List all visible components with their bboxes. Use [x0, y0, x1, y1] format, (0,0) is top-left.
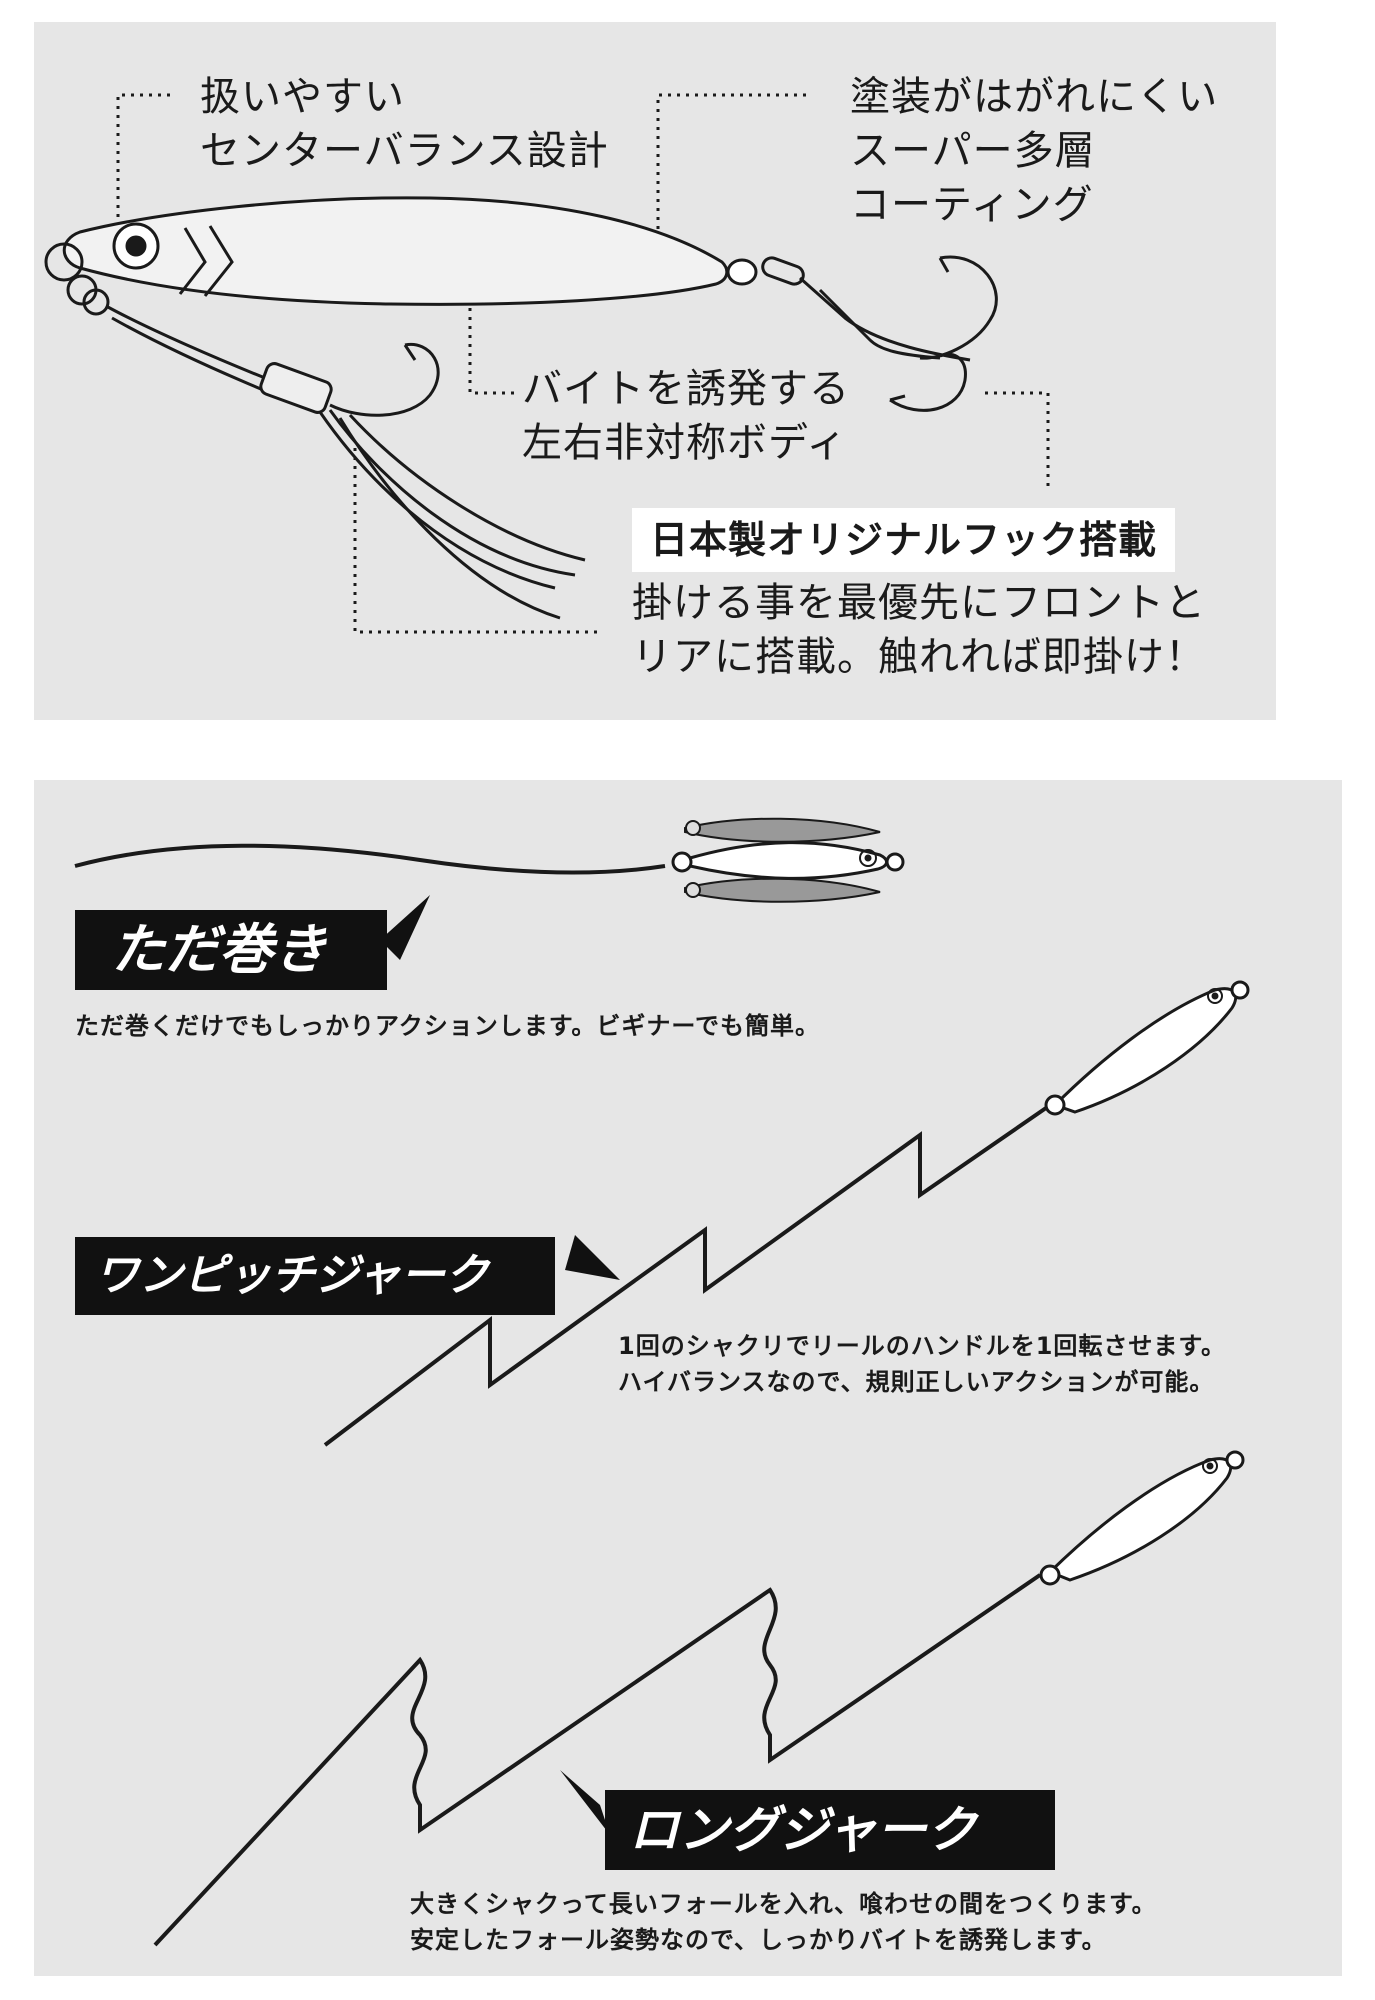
rear-hook	[726, 255, 998, 412]
coating-line3: コーティング	[850, 182, 1094, 228]
onepitch-desc-line2: ハイバランスなので、規則正しいアクションが可能。	[618, 1368, 1215, 1396]
body-line2: 左右非対称ボディ	[522, 420, 848, 466]
leader-body	[468, 308, 520, 395]
tadamaki-description: ただ巻くだけでもしっかりアクションします。ビギナーでも簡単。	[75, 1012, 820, 1040]
center-balance-line1: 扱いやすい	[200, 74, 405, 120]
coating-line2: スーパー多層	[850, 128, 1096, 174]
body-label: バイトを誘発する 左右非対称ボディ	[522, 362, 850, 470]
hook-title: 日本製オリジナルフック搭載	[650, 518, 1158, 562]
longjerk-label-tail	[560, 1770, 610, 1835]
longjerk-desc-line2: 安定したフォール姿勢なので、しっかりバイトを誘発します。	[410, 1926, 1107, 1954]
tadamaki-label: ただ巻き	[75, 910, 387, 990]
longjerk-description: 大きくシャクって長いフォールを入れ、喰わせの間をつくります。 安定したフォール姿…	[410, 1886, 1157, 1958]
leader-hook	[985, 391, 1050, 488]
leader-coating	[656, 93, 806, 238]
hook-line2: リアに搭載。触れれば即掛け！	[632, 634, 1206, 680]
hook-line1: 掛ける事を最優先にフロントと	[632, 580, 1206, 626]
onepitch-label-text: ワンピッチジャーク	[95, 1250, 489, 1301]
longjerk-label: ロングジャーク	[605, 1790, 1055, 1870]
body-line1: バイトを誘発する	[522, 366, 850, 412]
onepitch-label: ワンピッチジャーク	[75, 1237, 555, 1315]
tadamaki-illustration	[74, 817, 905, 903]
coating-line1: 塗装がはがれにくい	[850, 74, 1219, 120]
front-assist-hook	[66, 274, 586, 620]
lure-diagram	[44, 93, 1050, 634]
onepitch-description: 1回のシャクリでリールのハンドルを1回転させます。 ハイバランスなので、規則正し…	[618, 1328, 1226, 1400]
longjerk-label-text: ロングジャーク	[629, 1801, 977, 1859]
longjerk-desc-line1: 大きくシャクって長いフォールを入れ、喰わせの間をつくります。	[410, 1890, 1157, 1918]
center-balance-label: 扱いやすい センターバランス設計	[200, 70, 609, 178]
longjerk-illustration	[153, 1450, 1245, 1947]
onepitch-illustration	[323, 980, 1250, 1447]
hook-title-box: 日本製オリジナルフック搭載	[632, 508, 1176, 572]
tadamaki-label-text: ただ巻き	[111, 918, 327, 981]
tadamaki-label-tail	[380, 895, 430, 960]
lure-body	[44, 196, 729, 306]
coating-label: 塗装がはがれにくい スーパー多層 コーティング	[850, 70, 1218, 232]
onepitch-desc-line1: 1回のシャクリでリールのハンドルを1回転させます。	[618, 1332, 1226, 1360]
hook-description: 掛ける事を最優先にフロントと リアに搭載。触れれば即掛け！	[632, 576, 1206, 684]
onepitch-label-tail	[565, 1235, 620, 1280]
center-balance-line2: センターバランス設計	[200, 128, 609, 174]
lure-feature-panel	[34, 22, 1276, 720]
